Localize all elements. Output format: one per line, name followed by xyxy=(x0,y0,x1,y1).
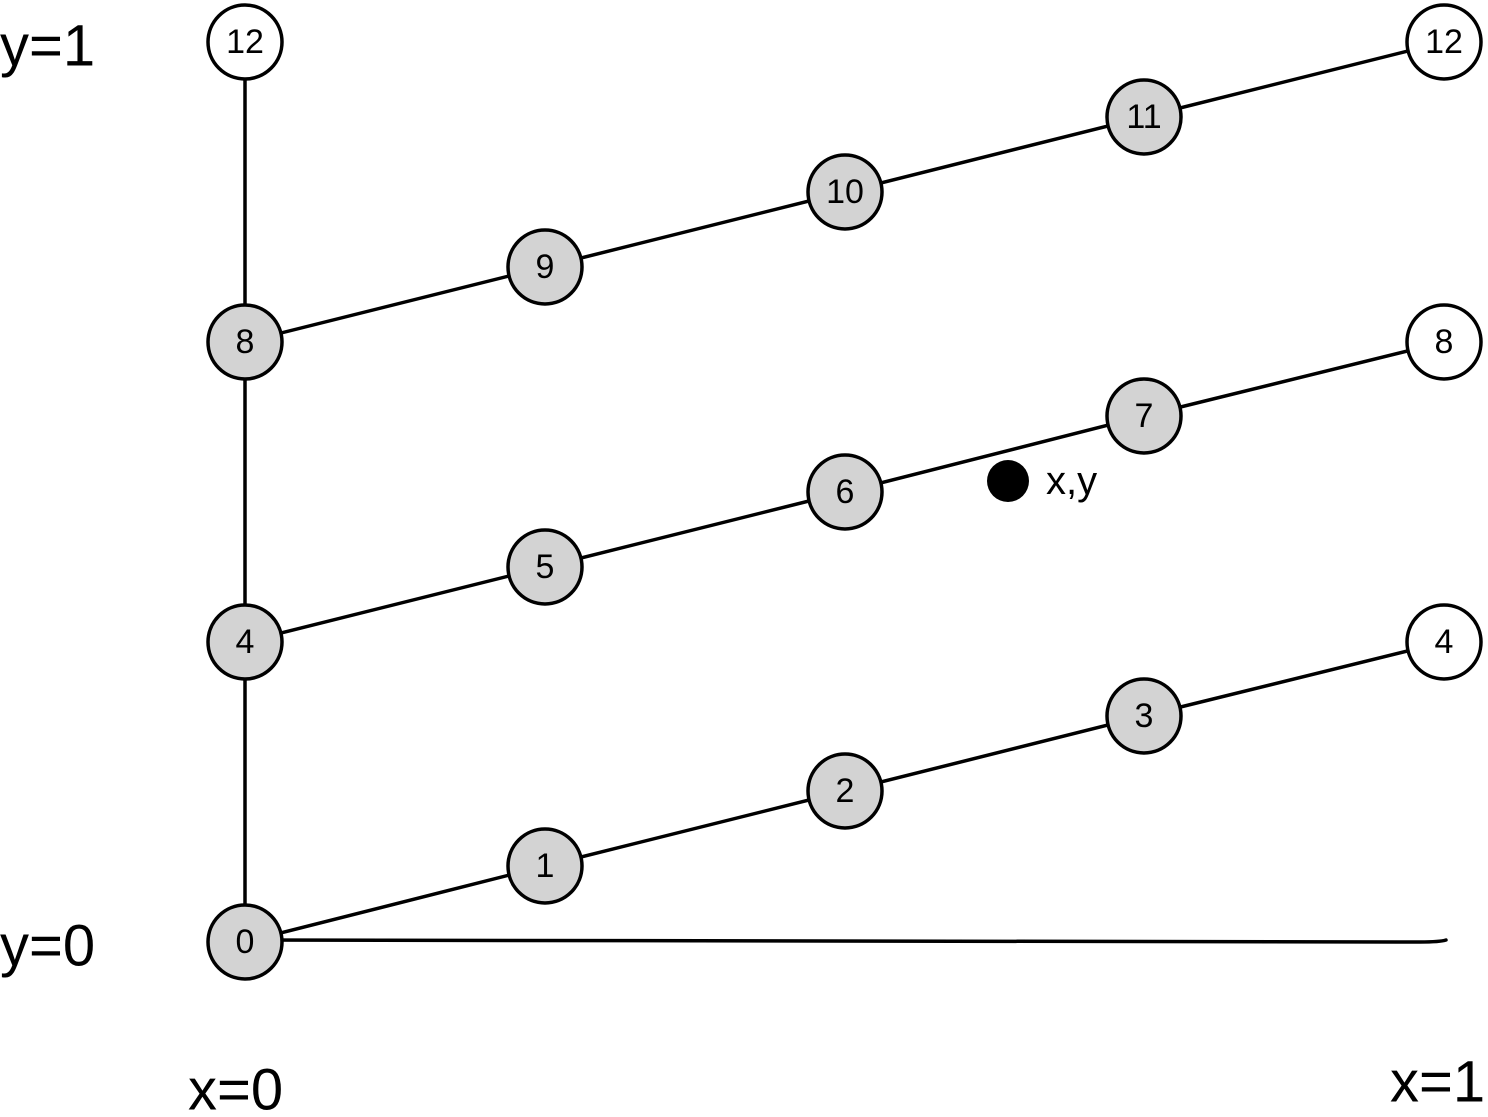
node-10-circle xyxy=(806,153,884,231)
query-point-dot xyxy=(987,460,1029,502)
edge-5-6 xyxy=(543,490,847,569)
edge-0-1 xyxy=(243,864,547,944)
wrap-node-4-right-label: 4 xyxy=(1435,623,1454,661)
node-1-circle xyxy=(506,827,584,905)
node-9-label: 9 xyxy=(536,248,555,286)
node-0: 0 xyxy=(206,903,284,981)
node-10: 10 xyxy=(806,153,884,231)
node-4-label: 4 xyxy=(236,623,255,661)
node-7-label: 7 xyxy=(1135,397,1154,435)
node-0-circle xyxy=(206,903,284,981)
node-8-circle xyxy=(206,303,284,381)
query-point: x,y xyxy=(987,459,1097,503)
edge-11-12-wrap xyxy=(1142,40,1446,119)
wrap-node-12-right: 12 xyxy=(1405,3,1483,81)
node-7-circle xyxy=(1105,377,1183,455)
node-3-label: 3 xyxy=(1135,697,1154,735)
wrap-node-4-right-circle xyxy=(1405,603,1483,681)
y-top-label: y=1 xyxy=(0,14,95,79)
node-5-label: 5 xyxy=(536,548,555,586)
node-6: 6 xyxy=(806,453,884,531)
node-2-circle xyxy=(806,752,884,830)
edge-9-10 xyxy=(543,190,847,269)
node-2-label: 2 xyxy=(836,772,855,810)
node-6-circle xyxy=(806,453,884,531)
node-0-label: 0 xyxy=(236,923,255,961)
node-3: 3 xyxy=(1105,677,1183,755)
axis-labels: y=1 y=0 x=0 x=1 xyxy=(0,14,1485,1117)
edge-8-9 xyxy=(243,265,547,344)
wrap-node-12-right-circle xyxy=(1405,3,1483,81)
node-11: 11 xyxy=(1105,78,1183,156)
node-10-label: 10 xyxy=(826,173,864,211)
node-7: 7 xyxy=(1105,377,1183,455)
wrap-node-12-top: 12 xyxy=(206,3,284,81)
node-3-circle xyxy=(1105,677,1183,755)
node-9-circle xyxy=(506,228,584,306)
node-11-label: 11 xyxy=(1126,98,1161,136)
edges-layer xyxy=(243,40,1448,944)
node-1: 1 xyxy=(506,827,584,905)
node-5-circle xyxy=(506,528,584,606)
edge-6-7 xyxy=(843,414,1146,494)
edge-4-5 xyxy=(243,565,547,644)
wrap-node-8-right-label: 8 xyxy=(1435,323,1454,361)
node-8: 8 xyxy=(206,303,284,381)
node-9: 9 xyxy=(506,228,584,306)
wrap-node-12-top-circle xyxy=(206,3,284,81)
nodes-layer: 0 1 2 3 4 5 6 7 xyxy=(206,3,1483,981)
y-bottom-label: y=0 xyxy=(0,914,95,979)
wrap-node-12-top-label: 12 xyxy=(226,23,264,61)
edge-1-2 xyxy=(543,789,847,868)
node-2: 2 xyxy=(806,752,884,830)
edge-2-3 xyxy=(843,714,1146,793)
x-right-label: x=1 xyxy=(1390,1050,1485,1115)
node-5: 5 xyxy=(506,528,584,606)
query-point-label: x,y xyxy=(1046,459,1097,503)
edge-3-4-wrap xyxy=(1142,640,1446,718)
x-axis-line xyxy=(243,938,1448,944)
node-6-label: 6 xyxy=(836,473,855,511)
wrap-node-4-right: 4 xyxy=(1405,603,1483,681)
node-11-circle xyxy=(1105,78,1183,156)
edge-10-11 xyxy=(843,115,1146,194)
node-8-label: 8 xyxy=(236,323,255,361)
node-4-circle xyxy=(206,603,284,681)
wrap-node-8-right-circle xyxy=(1405,303,1483,381)
x-left-label: x=0 xyxy=(188,1058,283,1117)
wrap-node-8-right: 8 xyxy=(1405,303,1483,381)
wrap-node-12-right-label: 12 xyxy=(1425,23,1463,61)
edge-7-8-wrap xyxy=(1142,340,1446,418)
node-4: 4 xyxy=(206,603,284,681)
node-1-label: 1 xyxy=(536,847,555,885)
